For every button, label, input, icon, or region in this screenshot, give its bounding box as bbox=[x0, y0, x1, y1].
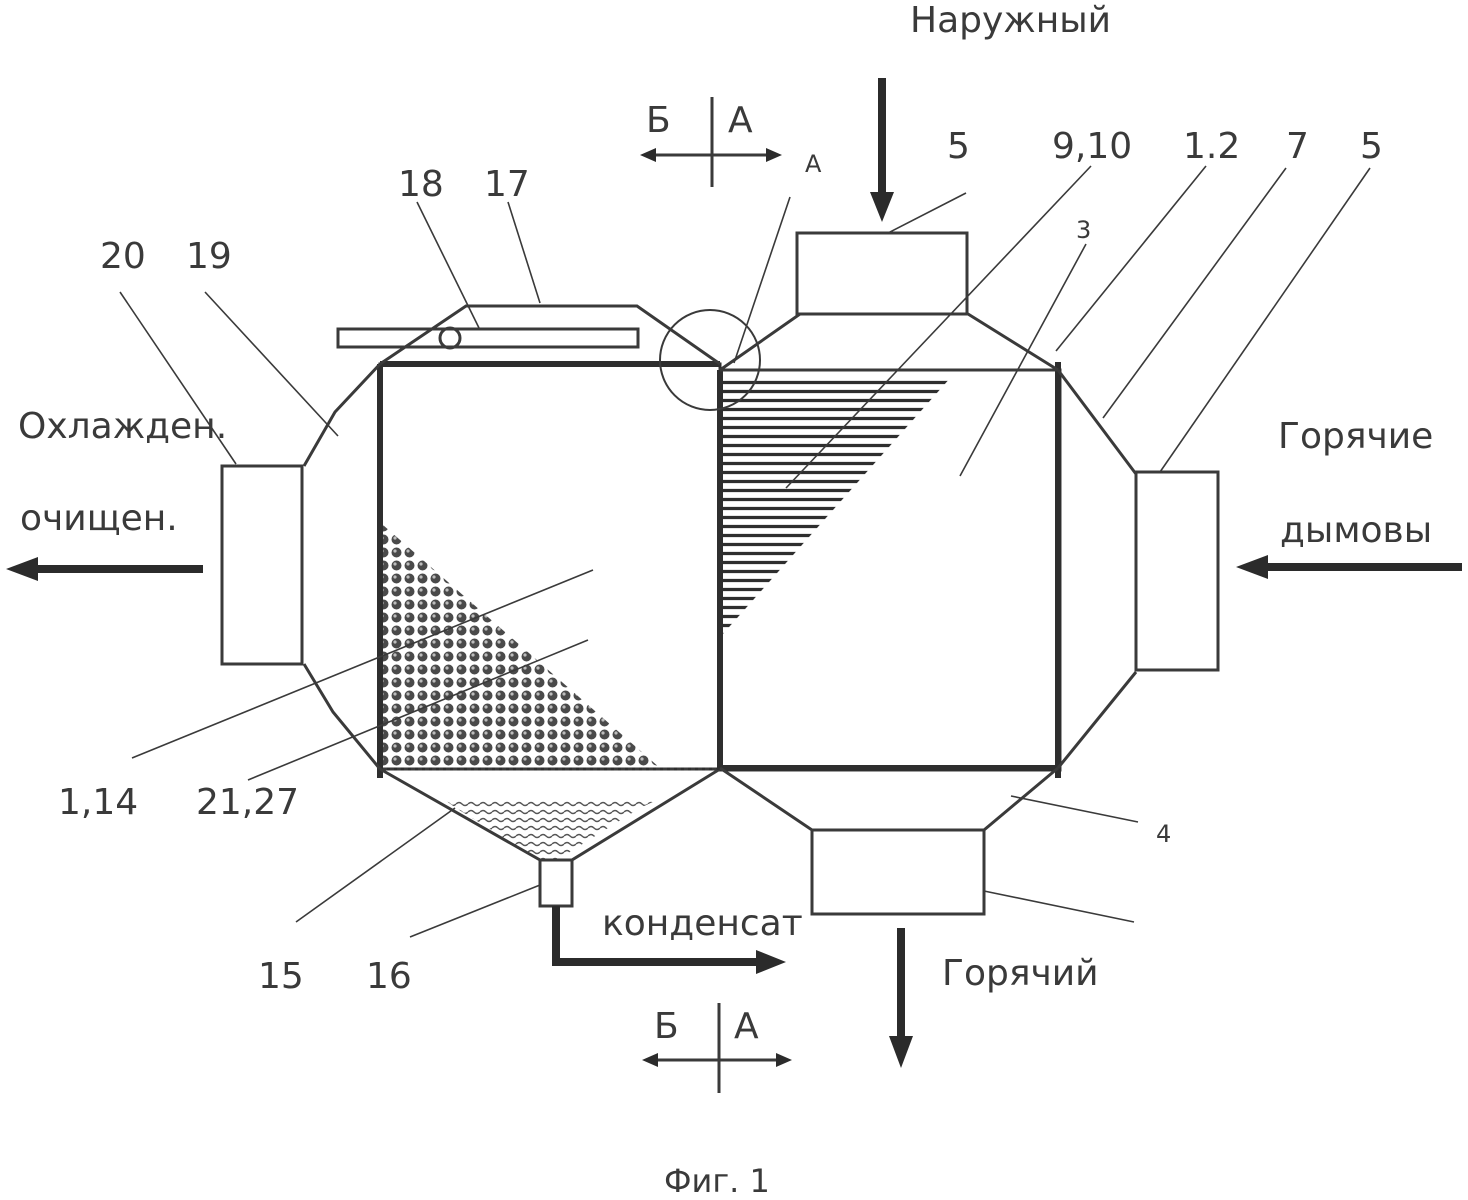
right-chamber bbox=[717, 231, 1220, 916]
callout-17: 17 bbox=[484, 164, 530, 205]
spray-pipe bbox=[336, 327, 640, 349]
label-cooled-bottom: очищен. bbox=[20, 498, 178, 539]
flow-labels: Наружный Горячие дымовы Охлажден. очищен… bbox=[18, 0, 1433, 994]
label-hot-flue-top: Горячие bbox=[1278, 416, 1433, 457]
callout-1-14: 1,14 bbox=[58, 782, 138, 823]
section-labels: Б А Б А А bbox=[646, 100, 822, 1047]
nozzle bbox=[438, 326, 462, 350]
label-hot-air: Горячий bbox=[942, 953, 1099, 994]
callout-5-top: 5 bbox=[947, 126, 970, 167]
leader-lines bbox=[119, 165, 1371, 938]
label-condensate: конденсат bbox=[602, 903, 803, 944]
section-bottom-right: А bbox=[734, 1006, 759, 1047]
callout-16: 16 bbox=[366, 956, 412, 997]
packing-fill bbox=[383, 525, 660, 768]
callout-5-right: 5 bbox=[1360, 126, 1383, 167]
callout-9-10: 9,10 bbox=[1052, 126, 1132, 167]
callout-1-2: 1.2 bbox=[1183, 126, 1240, 167]
callout-19: 19 bbox=[186, 236, 232, 277]
bottom-outlet-flange bbox=[810, 828, 986, 916]
callout-3: 3 bbox=[1076, 216, 1091, 244]
section-top-left: Б bbox=[646, 100, 671, 141]
callout-20: 20 bbox=[100, 236, 146, 277]
flow-arrows bbox=[6, 78, 1462, 1068]
callout-7: 7 bbox=[1286, 126, 1309, 167]
label-cooled-top: Охлажден. bbox=[18, 406, 227, 447]
callout-18: 18 bbox=[398, 164, 444, 205]
section-mark-top bbox=[640, 97, 782, 187]
section-top-right: А bbox=[728, 100, 753, 141]
figure-caption: Фиг. 1 bbox=[664, 1162, 770, 1200]
label-outside-air: Наружный bbox=[910, 0, 1111, 41]
label-hot-flue-bottom: дымовы bbox=[1280, 510, 1432, 551]
section-mark-bottom bbox=[642, 1003, 792, 1093]
top-inlet-flange bbox=[795, 231, 969, 316]
condensate-pool bbox=[445, 800, 657, 860]
callout-21-27: 21,27 bbox=[196, 782, 299, 823]
left-chamber bbox=[220, 304, 722, 908]
tube-bundle-fill bbox=[722, 376, 952, 635]
section-bottom-left: Б bbox=[654, 1006, 679, 1047]
detail-circle bbox=[659, 309, 761, 411]
callout-numbers: 20 19 18 17 5 9,10 1.2 7 5 3 1,14 21,27 … bbox=[58, 126, 1383, 997]
detail-label: А bbox=[805, 150, 822, 178]
callout-15: 15 bbox=[258, 956, 304, 997]
right-inlet-flange bbox=[1134, 470, 1220, 672]
outlet-flange bbox=[220, 464, 304, 666]
callout-4: 4 bbox=[1156, 820, 1171, 848]
